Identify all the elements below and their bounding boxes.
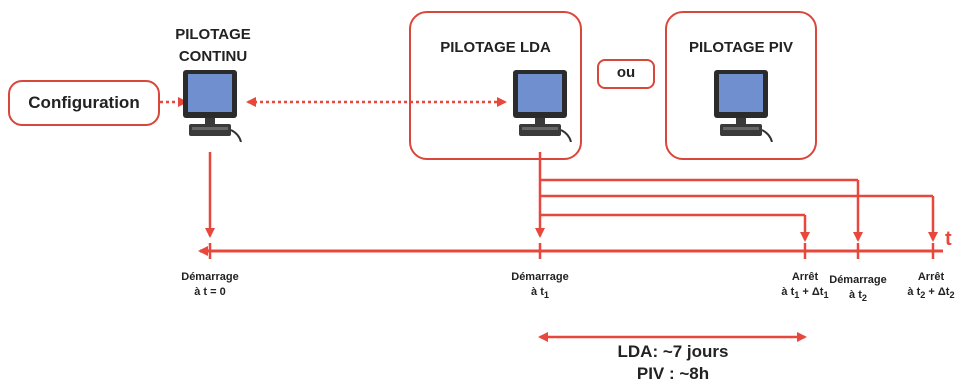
pilotage-continu-line1: PILOTAGE [175,26,251,43]
computer-icon-continu [183,70,242,142]
event-stop-t1: Arrêt à t1 + Δt1 [765,270,845,303]
time-axis-label: t [945,228,952,250]
event-stop-t1-label: Arrêt [791,271,819,283]
event-start-t0-label: Démarrage [181,271,239,283]
computer-icon-lda [513,70,572,142]
event-stop-t2-label: Arrêt [917,271,945,283]
event-start-t1-sub: à t1 [531,286,549,301]
configuration-box [8,80,160,126]
event-stop-t2-sub: à t2 + Δt2 [907,286,955,301]
pilotage-lda-label: PILOTAGE LDA [440,39,551,56]
event-start-t1-label: Démarrage [511,271,569,283]
event-start-t2-sub: à t2 [849,289,867,304]
event-start-t0: Démarrage à t = 0 [160,270,260,300]
event-start-t2-label: Démarrage [829,274,887,286]
computer-icon-piv [714,70,773,142]
ou-label: ou [616,64,636,81]
event-start-t1: Démarrage à t1 [490,270,590,303]
configuration-label: Configuration [28,93,140,112]
duration-piv: PIV : ~8h [636,364,710,383]
event-start-t0-sub: à t = 0 [194,286,226,298]
ou-box [597,59,655,89]
event-start-t2: Démarrage à t2 [828,273,888,306]
duration-lda: LDA: ~7 jours [617,342,729,361]
event-stop-t2: Arrêt à t2 + Δt2 [898,270,964,303]
pilotage-piv-label: PILOTAGE PIV [689,39,793,56]
event-stop-t1-sub: à t1 + Δt1 [781,286,829,301]
pilotage-continu-line2: CONTINU [178,48,248,65]
